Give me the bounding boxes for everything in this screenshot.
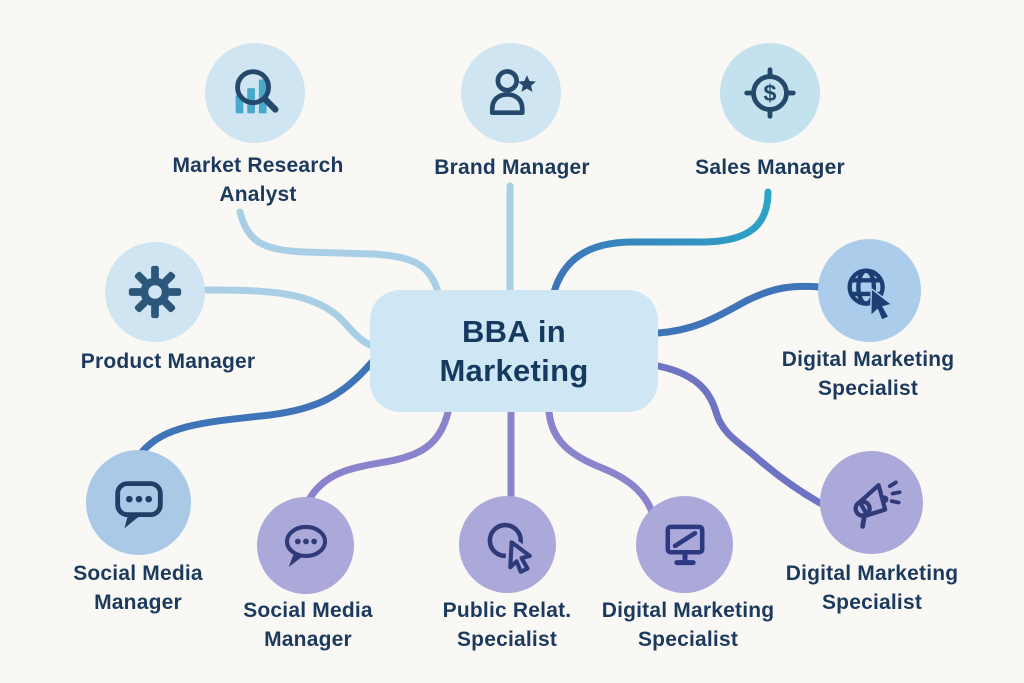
public-relations-specialist-label: Public Relat. Specialist	[442, 599, 572, 651]
click-cursor-icon	[487, 522, 535, 574]
connector-sales-manager	[550, 188, 772, 296]
magnifier-bar-chart-icon	[235, 69, 279, 114]
connector-digital-marketing-specialist-bottom	[545, 408, 658, 522]
connector-market-research-analyst	[236, 208, 442, 296]
digital-marketing-specialist-right-label: Digital Marketing Specialist	[781, 348, 955, 400]
product-manager-label: Product Manager	[80, 350, 256, 373]
digital-marketing-specialist-right-circle	[818, 239, 921, 342]
digital-marketing-specialist-bottom-circle	[636, 496, 733, 593]
digital-marketing-specialist-bottom-right-circle	[820, 451, 923, 554]
social-media-manager-bottom-label: Social Media Manager	[243, 599, 373, 651]
brand-manager-circle	[461, 43, 561, 143]
megaphone-icon	[852, 480, 902, 529]
social-media-manager-left-label: Social Media Manager	[73, 562, 203, 614]
market-research-analyst-circle	[205, 43, 305, 143]
social-media-manager-bottom-circle	[257, 497, 354, 594]
public-relations-specialist-circle	[459, 496, 556, 593]
social-media-manager-left-circle	[86, 450, 191, 555]
connector-social-media-manager-bottom	[306, 408, 452, 502]
svg-text:$: $	[764, 80, 777, 106]
center-node-title: BBA in Marketing	[439, 313, 589, 388]
gear-icon	[128, 265, 182, 319]
sales-manager-circle: $	[720, 43, 820, 143]
market-research-analyst-label: Market Research Analyst	[172, 154, 344, 206]
person-star-icon	[489, 69, 536, 116]
chat-bubble-icon	[284, 524, 327, 567]
product-manager-circle	[105, 242, 205, 342]
sales-manager-label: Sales Manager	[695, 156, 845, 179]
monitor-icon	[665, 524, 704, 565]
connector-digital-marketing-specialist-bottom-right	[654, 362, 824, 507]
connector-social-media-manager-left	[138, 358, 376, 456]
digital-marketing-specialist-bottom-label: Digital Marketing Specialist	[601, 599, 775, 651]
chat-bubble-icon	[114, 480, 163, 528]
digital-marketing-specialist-bottom-right-label: Digital Marketing Specialist	[785, 562, 959, 614]
brand-manager-label: Brand Manager	[434, 156, 590, 179]
globe-cursor-icon	[846, 267, 892, 321]
target-dollar-icon: $	[744, 67, 796, 119]
center-node: BBA in Marketing	[370, 290, 658, 412]
connector-product-manager	[202, 286, 376, 350]
connector-digital-marketing-specialist-right	[654, 282, 824, 337]
